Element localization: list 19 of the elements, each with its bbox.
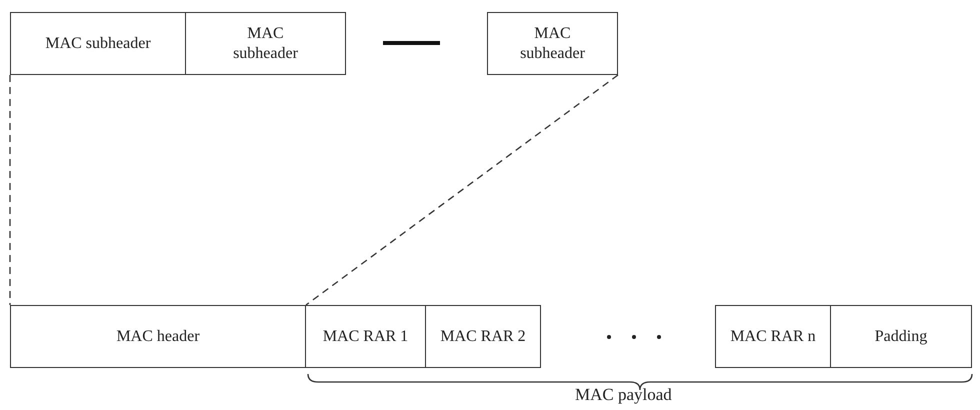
field-label: MAC subheader [232, 24, 299, 63]
field-label: MAC header [116, 326, 200, 346]
frame-field-box [185, 12, 346, 75]
frame-field-box [425, 305, 541, 368]
frame-field-box [715, 305, 831, 368]
dashed-connector [9, 75, 11, 305]
field-label: MAC RAR 1 [322, 326, 408, 346]
frame-field-box [10, 12, 186, 75]
field-label: MAC RAR n [730, 326, 816, 346]
frame-field-box [305, 305, 426, 368]
field-label: MAC RAR 2 [440, 326, 526, 346]
frame-field-box [487, 12, 618, 75]
field-label: Padding [874, 326, 928, 346]
frame-field-box [830, 305, 972, 368]
frame-field-box [10, 305, 306, 368]
field-label: MAC subheader [45, 34, 151, 54]
field-label: MAC subheader [519, 24, 586, 63]
brace-label: MAC payload [575, 385, 672, 405]
dashed-connector [306, 74, 618, 306]
